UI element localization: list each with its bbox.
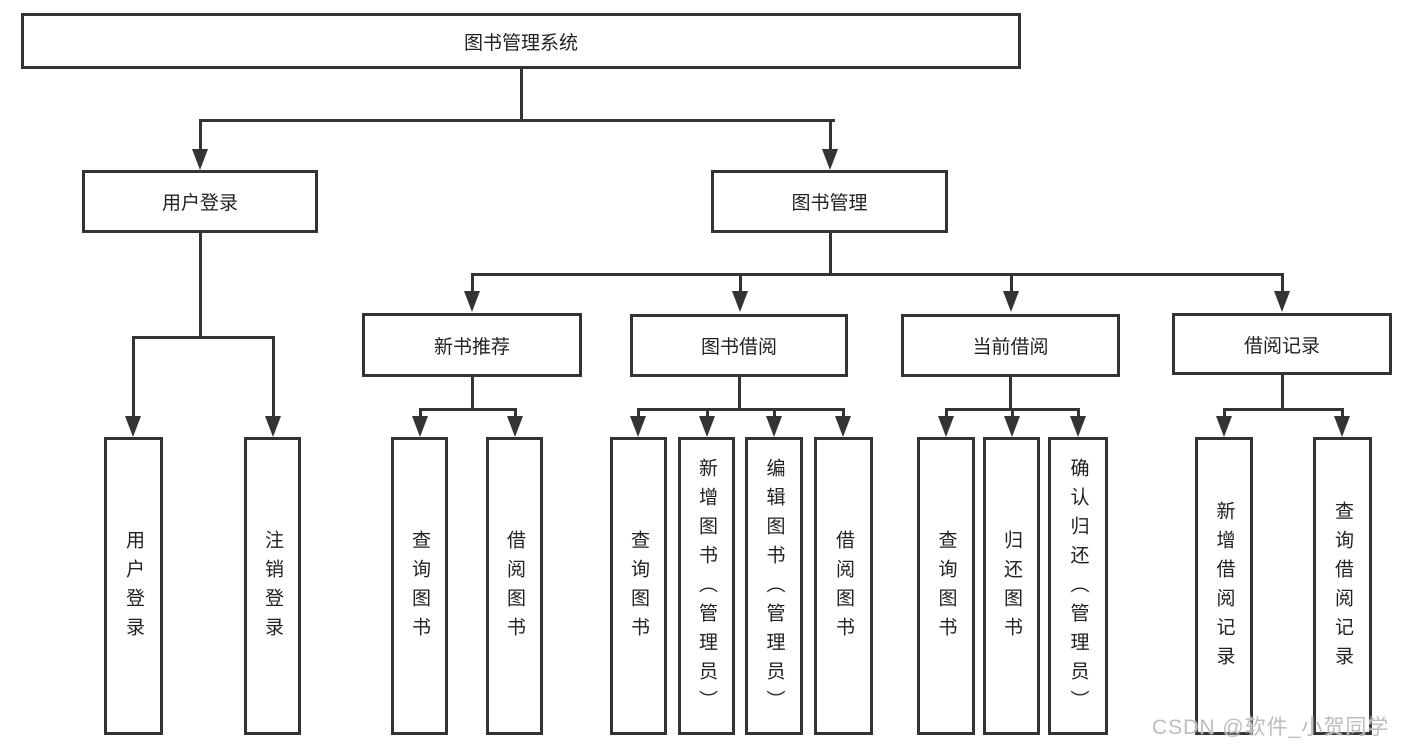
node-user-login: 用户登录 — [82, 170, 318, 233]
leaf-user-login: 用户登录 — [104, 437, 163, 735]
csdn-watermark: CSDN @软件_小贺同学 — [1152, 716, 1390, 739]
connector-line — [738, 377, 741, 411]
arrow-down-icon — [938, 416, 954, 437]
arrow-down-icon — [1274, 291, 1290, 312]
leaf-confirm-return-admin: 确认归还（管理员） — [1048, 437, 1108, 735]
leaf-query-borrow-record: 查询借阅记录 — [1313, 437, 1372, 735]
node-book-management: 图书管理 — [711, 170, 948, 233]
connector-line — [1009, 377, 1012, 411]
node-new-book-recommend: 新书推荐 — [362, 313, 582, 377]
connector-line — [773, 408, 776, 420]
arrow-down-icon — [822, 149, 838, 170]
arrow-down-icon — [1334, 416, 1350, 437]
connector-line — [1010, 273, 1013, 295]
leaf-borrow-book: 借阅图书 — [814, 437, 873, 735]
arrow-down-icon — [1070, 416, 1086, 437]
connector-line — [520, 69, 523, 121]
connector-line — [419, 408, 422, 420]
connector-line — [1011, 408, 1014, 420]
arrow-down-icon — [1216, 416, 1232, 437]
arrow-down-icon — [766, 416, 782, 437]
node-current-borrow: 当前借阅 — [901, 314, 1120, 377]
connector-line — [419, 408, 517, 411]
connector-line — [471, 273, 1284, 276]
leaf-query-book-borrow: 查询图书 — [610, 437, 667, 735]
connector-line — [829, 233, 832, 276]
leaf-add-borrow-record: 新增借阅记录 — [1195, 437, 1253, 735]
connector-line — [1281, 273, 1284, 295]
connector-line — [945, 408, 948, 420]
leaf-query-book-recommend: 查询图书 — [391, 437, 448, 735]
leaf-logout: 注销登录 — [244, 437, 301, 735]
connector-line — [199, 233, 202, 339]
arrow-down-icon — [412, 416, 428, 437]
connector-line — [829, 119, 832, 151]
leaf-return-book: 归还图书 — [983, 437, 1040, 735]
connector-line — [637, 408, 640, 420]
connector-line — [706, 408, 709, 420]
connector-line — [1223, 408, 1226, 420]
arrow-down-icon — [1003, 291, 1019, 312]
connector-line — [471, 273, 474, 295]
connector-line — [132, 336, 275, 339]
arrow-down-icon — [732, 291, 748, 312]
connector-line — [199, 119, 202, 151]
leaf-borrow-book-recommend: 借阅图书 — [486, 437, 543, 735]
leaf-add-book-admin: 新增图书（管理员） — [678, 437, 735, 735]
connector-line — [272, 336, 275, 421]
connector-line — [471, 377, 474, 411]
node-root: 图书管理系统 — [21, 13, 1021, 69]
arrow-down-icon — [464, 291, 480, 312]
arrow-down-icon — [699, 416, 715, 437]
connector-line — [842, 408, 845, 420]
leaf-query-book-current: 查询图书 — [917, 437, 975, 735]
connector-line — [1341, 408, 1344, 420]
arrow-down-icon — [630, 416, 646, 437]
connector-line — [637, 408, 845, 411]
arrow-down-icon — [507, 416, 523, 437]
arrow-down-icon — [125, 416, 141, 437]
arrow-down-icon — [192, 149, 208, 170]
leaf-edit-book-admin: 编辑图书（管理员） — [745, 437, 803, 735]
node-book-borrow: 图书借阅 — [630, 314, 848, 377]
connector-line — [1077, 408, 1080, 420]
connector-line — [739, 273, 742, 295]
connector-line — [199, 119, 835, 122]
connector-line — [1281, 375, 1284, 411]
node-borrow-record: 借阅记录 — [1172, 313, 1392, 375]
connector-line — [514, 408, 517, 420]
arrow-down-icon — [1004, 416, 1020, 437]
arrow-down-icon — [265, 416, 281, 437]
connector-line — [1223, 408, 1344, 411]
connector-line — [132, 336, 135, 421]
arrow-down-icon — [835, 416, 851, 437]
